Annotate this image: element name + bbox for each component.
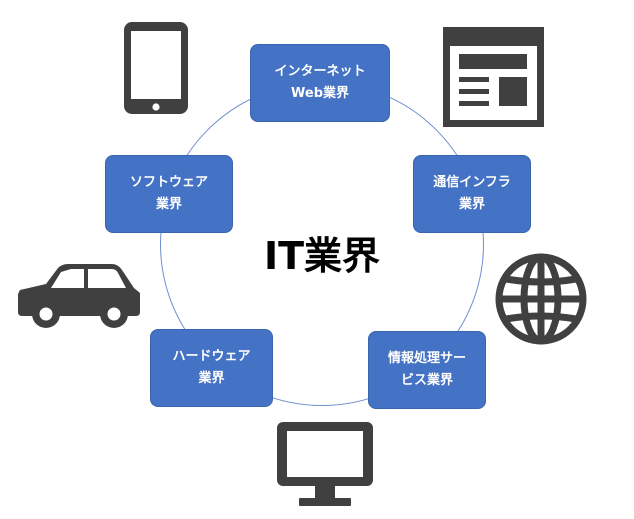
- tablet-icon: [124, 22, 188, 114]
- web-page-icon: [443, 27, 544, 127]
- node-software-line1: ソフトウェア: [129, 175, 208, 190]
- node-info-processing-service-line2: ビス業界: [400, 373, 453, 388]
- node-internet-web-line2: Web業界: [291, 86, 349, 101]
- node-telecom-infra-line1: 通信インフラ: [433, 175, 511, 190]
- node-hardware-line1: ハードウェア: [172, 349, 251, 364]
- node-info-processing-service-line1: 情報処理サー: [387, 351, 466, 366]
- node-software-line2: 業界: [155, 197, 182, 212]
- node-internet-web-line1: インターネット: [274, 64, 366, 79]
- car-icon: [18, 264, 140, 328]
- node-info-processing-service: 情報処理サー ビス業界: [368, 331, 486, 409]
- node-internet-web: インターネット Web業界: [250, 44, 390, 122]
- node-telecom-infra-line2: 業界: [458, 197, 485, 212]
- node-software: ソフトウェア 業界: [105, 155, 233, 233]
- monitor-icon: [277, 422, 373, 506]
- center-title: IT業界: [263, 234, 381, 278]
- node-telecom-infra: 通信インフラ 業界: [413, 155, 531, 233]
- node-hardware: ハードウェア 業界: [150, 329, 273, 407]
- globe-icon: [495, 253, 587, 345]
- node-hardware-line2: 業界: [198, 371, 225, 386]
